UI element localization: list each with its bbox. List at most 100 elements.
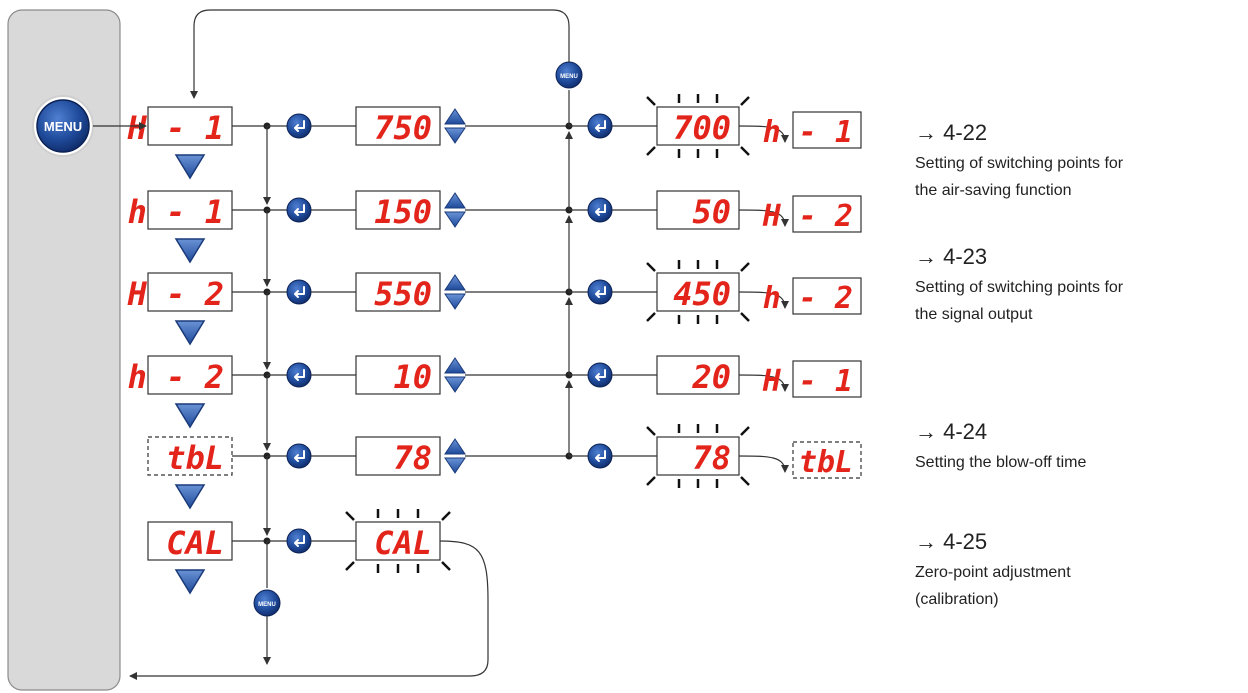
value-display-text: 78 (393, 439, 432, 477)
param-display-text: h - 1 (128, 193, 224, 231)
blink-mark (646, 146, 656, 156)
transition-arrow (738, 374, 789, 392)
transition-arrow (738, 455, 789, 473)
down-arrow-icon[interactable] (174, 403, 206, 429)
return-line (129, 540, 489, 680)
next-display-text: h - 2 (763, 281, 853, 316)
param-display-frame (147, 355, 233, 395)
enter-icon (595, 204, 606, 216)
param-display-frame (147, 521, 233, 561)
param-display-frame (147, 436, 233, 476)
blink-mark (646, 312, 656, 322)
param-display-frame (147, 272, 233, 312)
down-arrow-icon[interactable] (174, 569, 206, 595)
value-display-text: CAL (374, 524, 432, 562)
blink-mark (740, 262, 750, 272)
blink-mark (646, 262, 656, 272)
value-display-text: 150 (374, 193, 432, 231)
value-display-frame (355, 355, 441, 395)
up-arrow-icon[interactable] (444, 274, 466, 291)
result-display-text: 20 (691, 358, 731, 396)
blink-mark (740, 476, 750, 486)
enter-icon (595, 286, 606, 298)
description-4-25: → 4-25 Zero-point adjustment (calibratio… (915, 529, 1071, 613)
down-arrow-icon[interactable] (444, 376, 466, 393)
result-display-text: 78 (692, 439, 731, 477)
menu-button-label: MENU (44, 119, 82, 134)
result-display-frame (656, 436, 740, 476)
result-display-text: 700 (673, 109, 731, 147)
blink-mark (345, 561, 355, 571)
value-display-frame (355, 106, 441, 146)
small-menu-label: MENU (258, 602, 276, 608)
value-display-frame (355, 521, 441, 561)
result-display-frame (656, 355, 740, 395)
blink-mark (646, 96, 656, 106)
enter-icon (294, 535, 305, 547)
top-menu-label: MENU (560, 74, 578, 80)
menu-button[interactable]: MENU (32, 95, 94, 157)
enter-icon (294, 120, 305, 132)
up-arrow-icon[interactable] (444, 357, 466, 374)
down-arrow-icon[interactable] (444, 293, 466, 310)
enter-button[interactable] (286, 279, 312, 305)
blink-mark (441, 511, 451, 521)
down-arrow-icon[interactable] (174, 154, 206, 180)
enter-button[interactable] (587, 197, 613, 223)
description-text: the signal output (915, 306, 1033, 323)
next-display-frame (792, 277, 862, 315)
param-display-text: h - 2 (128, 358, 224, 396)
value-display-text: 550 (374, 275, 432, 313)
enter-button[interactable] (286, 443, 312, 469)
menu-frame (7, 9, 121, 691)
down-arrow-icon[interactable] (444, 127, 466, 144)
down-arrow-icon[interactable] (444, 211, 466, 228)
param-display-text: tbL (166, 439, 224, 477)
next-display-text: H - 2 (762, 199, 853, 234)
transition-arrow (738, 291, 789, 309)
enter-icon (595, 120, 606, 132)
enter-icon (294, 204, 305, 216)
value-display-text: 10 (393, 358, 432, 396)
enter-button[interactable] (587, 362, 613, 388)
next-display-frame (792, 360, 862, 398)
description-text: Setting of switching points for (915, 155, 1124, 172)
next-display-text: h - 1 (763, 115, 853, 150)
next-display-text: H - 1 (762, 364, 853, 399)
transition-arrow (738, 125, 789, 143)
down-arrow-icon[interactable] (444, 457, 466, 474)
description-4-23: → 4-23 Setting of switching points for t… (915, 244, 1123, 328)
enter-icon (294, 450, 305, 462)
value-display-frame (355, 272, 441, 312)
up-arrow-icon[interactable] (444, 438, 466, 455)
blink-mark (740, 426, 750, 436)
description-text: (calibration) (915, 591, 999, 608)
up-arrow-icon[interactable] (444, 192, 466, 209)
result-display-text: 450 (673, 275, 731, 313)
down-arrow-icon[interactable] (174, 484, 206, 510)
enter-button[interactable] (286, 197, 312, 223)
up-arrow-icon[interactable] (444, 108, 466, 125)
enter-button[interactable] (587, 279, 613, 305)
enter-button[interactable] (286, 362, 312, 388)
enter-button[interactable] (587, 443, 613, 469)
description-text: the air-saving function (915, 182, 1072, 199)
value-display-frame (355, 436, 441, 476)
description-4-22: → 4-22 Setting of switching points for t… (915, 120, 1123, 204)
enter-button[interactable] (286, 528, 312, 554)
enter-button[interactable] (587, 113, 613, 139)
next-display-frame (792, 441, 862, 479)
enter-icon (294, 286, 305, 298)
enter-icon (294, 369, 305, 381)
reference-4-24: → 4-24 (915, 419, 988, 444)
blink-mark (740, 146, 750, 156)
down-arrow-icon[interactable] (174, 238, 206, 264)
reference-4-25: → 4-25 (915, 529, 988, 554)
value-display-frame (355, 190, 441, 230)
blink-mark (646, 426, 656, 436)
next-display-text: tbL (799, 445, 853, 480)
down-arrow-icon[interactable] (174, 320, 206, 346)
enter-icon (595, 369, 606, 381)
enter-button[interactable] (286, 113, 312, 139)
